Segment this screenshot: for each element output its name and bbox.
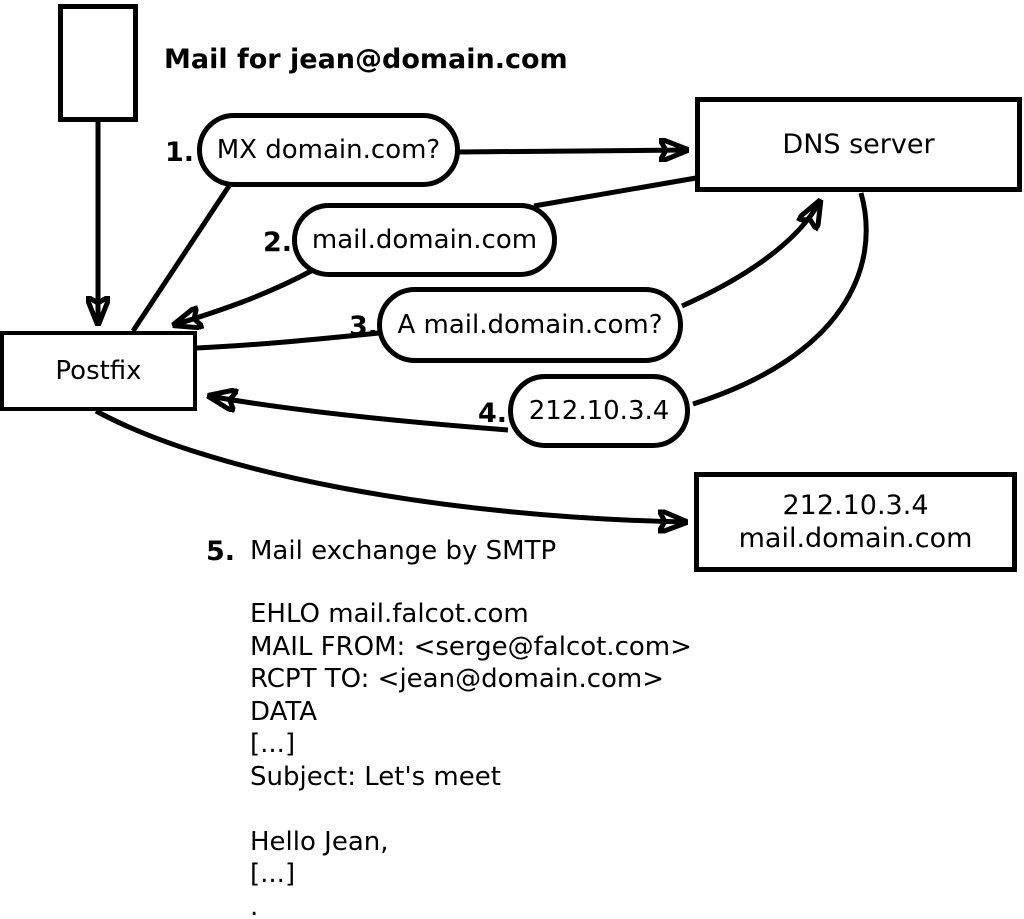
mail-server-ip-label: 212.10.3.4 xyxy=(782,490,929,521)
step-5-label: Mail exchange by SMTP xyxy=(250,536,557,566)
smtp-line: Hello Jean, xyxy=(250,826,389,857)
smtp-line xyxy=(250,793,692,826)
smtp-line: [...] xyxy=(250,729,296,759)
mail-document-icon xyxy=(58,4,138,122)
edge-postfix-to-step1 xyxy=(130,184,232,333)
step-4-answer-pill: 212.10.3.4 xyxy=(508,374,690,448)
postfix-node: Postfix xyxy=(0,331,197,411)
arrow-step3-to-dns xyxy=(680,201,820,309)
smtp-line: RCPT TO: <jean@domain.com> xyxy=(250,664,665,694)
edge-dns-to-step2 xyxy=(533,175,697,209)
dns-server-node: DNS server xyxy=(695,97,1022,192)
arrow-step4-to-postfix xyxy=(209,396,509,433)
smtp-line: DATA xyxy=(250,696,317,727)
step-5-number: 5. xyxy=(205,536,235,567)
smtp-session-transcript: EHLO mail.falcot.com MAIL FROM: <serge@f… xyxy=(250,598,692,919)
arrow-step2-to-postfix xyxy=(174,267,315,325)
smtp-line: Subject: Let's meet xyxy=(250,761,501,792)
smtp-line: MAIL FROM: <serge@falcot.com> xyxy=(250,631,692,662)
arrow-postfix-to-mailserver xyxy=(94,408,686,522)
smtp-line: . xyxy=(250,891,259,919)
step-3-number: 3. xyxy=(348,311,378,342)
edge-dns-to-step4 xyxy=(692,192,869,407)
step-3-query-label: A mail.domain.com? xyxy=(397,310,663,340)
step-3-query-pill: A mail.domain.com? xyxy=(377,287,683,363)
postfix-node-label: Postfix xyxy=(55,355,142,386)
step-4-number: 4. xyxy=(477,398,507,429)
smtp-line: EHLO mail.falcot.com xyxy=(250,599,529,629)
step-4-answer-label: 212.10.3.4 xyxy=(528,396,670,426)
smtp-line: [...] xyxy=(250,859,296,889)
mail-server-hostname-label: mail.domain.com xyxy=(738,523,973,554)
arrow-step1-to-dns xyxy=(458,150,687,152)
step-2-answer-label: mail.domain.com xyxy=(311,225,538,255)
dns-server-node-label: DNS server xyxy=(782,129,935,160)
edge-postfix-to-step3 xyxy=(196,330,380,351)
step-2-number: 2. xyxy=(262,227,292,258)
step-1-query-label: MX domain.com? xyxy=(216,135,441,165)
step-1-query-pill: MX domain.com? xyxy=(197,113,460,187)
diagram-title: Mail for jean@domain.com xyxy=(164,44,568,75)
step-1-number: 1. xyxy=(164,137,194,168)
mail-server-node: 212.10.3.4 mail.domain.com xyxy=(694,472,1017,572)
step-2-answer-pill: mail.domain.com xyxy=(292,203,557,277)
